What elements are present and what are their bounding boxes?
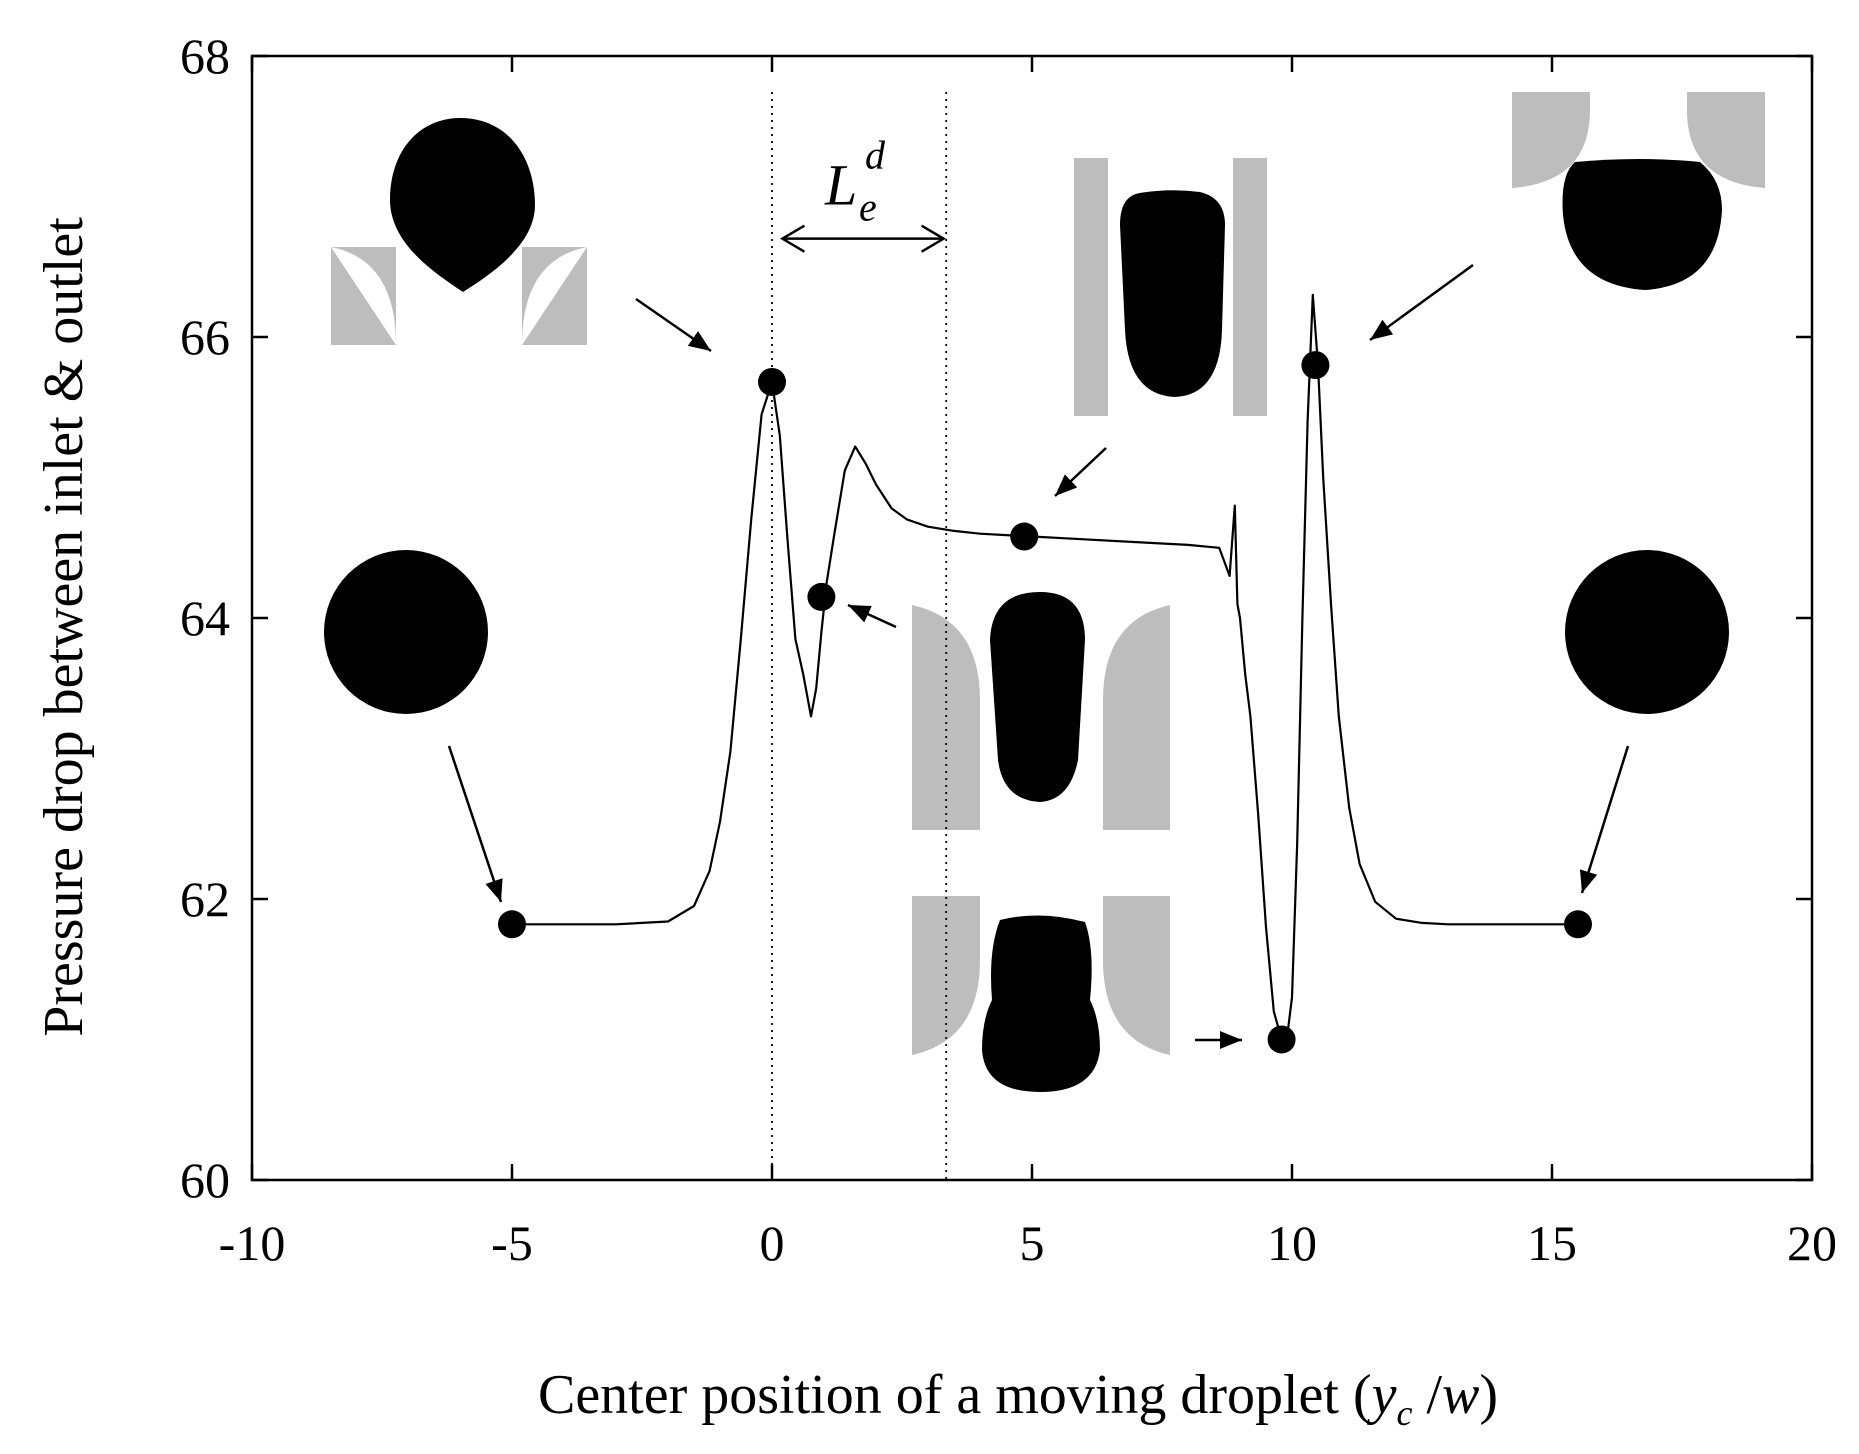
- y-tick-label: 66: [180, 309, 230, 365]
- dimension-arrowhead-right: [920, 224, 947, 253]
- data-marker: [1301, 351, 1330, 380]
- dimension-label-sub: e: [859, 185, 877, 230]
- x-tick-label: -10: [219, 1215, 286, 1271]
- data-marker: [758, 367, 786, 396]
- data-marker: [1564, 910, 1592, 939]
- y-tick-label: 62: [180, 871, 230, 927]
- annotation-arrowhead: [848, 605, 872, 623]
- data-markers: [498, 351, 1592, 1054]
- dimension-arrowhead-left: [779, 224, 806, 253]
- channel-wall-cutout: [522, 247, 587, 345]
- x-tick-label: -5: [491, 1215, 533, 1271]
- droplet-shape: [1562, 159, 1722, 290]
- droplet-inset-images: [324, 92, 1765, 1092]
- x-tick-label: 15: [1527, 1215, 1577, 1271]
- droplet-shape: [990, 592, 1085, 802]
- data-marker: [498, 910, 526, 939]
- data-marker: [807, 582, 836, 611]
- dimension-label-main: L: [824, 153, 857, 218]
- annotation-arrowhead: [485, 878, 503, 902]
- x-axis-title: Center position of a moving droplet (yc …: [538, 1364, 1498, 1433]
- annotation-arrowhead: [1370, 319, 1394, 340]
- dimension-label-sup: d: [865, 133, 886, 178]
- droplet-shape: [982, 915, 1100, 1092]
- annotation-arrowhead: [1579, 869, 1598, 893]
- channel-wall-shape: [1233, 158, 1267, 416]
- axis-ticks: -10 -5 0 5 10 15 20 60 62 64 66 68: [180, 28, 1837, 1271]
- channel-wall-shape: [1074, 158, 1108, 416]
- x-tick-label: 5: [1020, 1215, 1045, 1271]
- y-tick-label: 60: [180, 1152, 230, 1208]
- channel-wall-shape: [1687, 92, 1765, 188]
- channel-wall-shape: [1512, 92, 1590, 188]
- x-tick-label: 0: [760, 1215, 785, 1271]
- annotation-arrow-line: [447, 745, 503, 903]
- droplet-shape: [1120, 190, 1225, 397]
- annotation-arrowhead: [1220, 1031, 1242, 1049]
- data-marker: [1010, 522, 1039, 551]
- annotation-arrow-line: [1580, 745, 1630, 894]
- channel-wall-cutout: [331, 247, 396, 345]
- channel-wall-shape: [1103, 896, 1170, 1055]
- channel-wall-shape: [1103, 605, 1170, 830]
- annotation-arrowhead: [687, 331, 711, 351]
- y-tick-label: 64: [180, 590, 230, 646]
- annotation-arrows: [447, 263, 1630, 1049]
- data-marker: [1267, 1025, 1296, 1054]
- droplet-shape: [324, 550, 488, 714]
- y-axis-title: Pressure drop between inlet & outlet: [33, 217, 95, 1037]
- droplet-shape: [390, 118, 535, 292]
- y-tick-label: 68: [180, 28, 230, 84]
- annotation-arrowhead: [1055, 474, 1078, 496]
- droplet-shape: [1565, 550, 1729, 714]
- x-tick-label: 10: [1267, 1215, 1317, 1271]
- channel-wall-shape: [912, 605, 980, 830]
- x-tick-label: 20: [1787, 1215, 1837, 1271]
